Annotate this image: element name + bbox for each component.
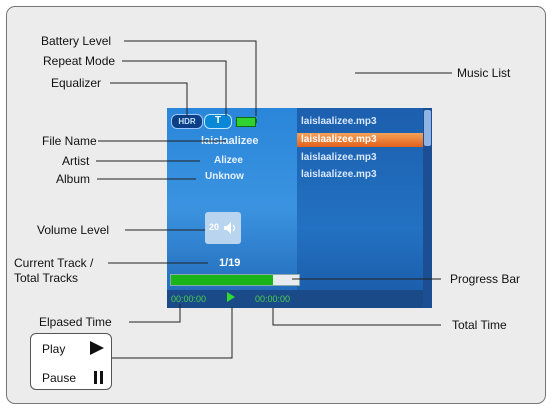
progress-bar-label: Progress Bar [450,272,521,286]
leader-elapsed [129,304,181,323]
music-list-item-selected[interactable]: laislaalizee.mp3 [297,133,423,147]
leader-repeat [122,60,227,116]
track-counter: 1/19 [219,257,241,269]
repeat-mode-label: Repeat Mode [43,54,116,68]
speaker-icon [224,222,236,234]
artist-text: Alizee [214,155,243,166]
file-name-text: laislaalizee [201,135,259,147]
album-text: Unknow [205,171,244,182]
music-list-scrollbar[interactable] [423,108,432,308]
total-time-label: Total Time [452,318,507,332]
total-time-text: 00:00:00 [255,294,291,304]
music-list-label: Music List [457,66,511,80]
leader-play-pause [112,307,233,359]
leader-equalizer [110,82,188,116]
leader-total [272,308,441,326]
battery-level-label: Battery Level [41,34,112,48]
play-pause-legend: Play Pause [30,333,112,390]
elapsed-time-label: Elpased Time [39,315,112,329]
battery-terminal [255,119,257,123]
volume-display: 20 [205,212,241,244]
music-list-item[interactable]: laislaalizee.mp3 [301,169,377,180]
equalizer-label: Equalizer [51,76,102,90]
play-icon-legend [90,341,104,355]
progress-bar[interactable] [170,274,300,286]
volume-level-label: Volume Level [37,223,110,237]
music-list-item[interactable]: laislaalizee.mp3 [301,116,377,127]
volume-value: 20 [209,222,220,232]
pause-label: Pause [42,371,77,385]
progress-fill [171,275,274,285]
play-icon [227,292,235,302]
elapsed-time-text: 00:00:00 [171,294,207,304]
play-label: Play [42,342,66,356]
current-track-label: Current Track / [14,256,94,270]
music-list-item[interactable]: laislaalizee.mp3 [301,152,377,163]
file-name-label: File Name [42,134,97,148]
repeat-mode-icon: T [204,114,232,129]
leader-battery [124,40,257,116]
total-tracks-label: Total Tracks [14,271,79,285]
scrollbar-thumb[interactable] [424,110,431,146]
artist-label: Artist [62,154,90,168]
album-label: Album [56,172,91,186]
pause-icon-legend [94,371,103,384]
